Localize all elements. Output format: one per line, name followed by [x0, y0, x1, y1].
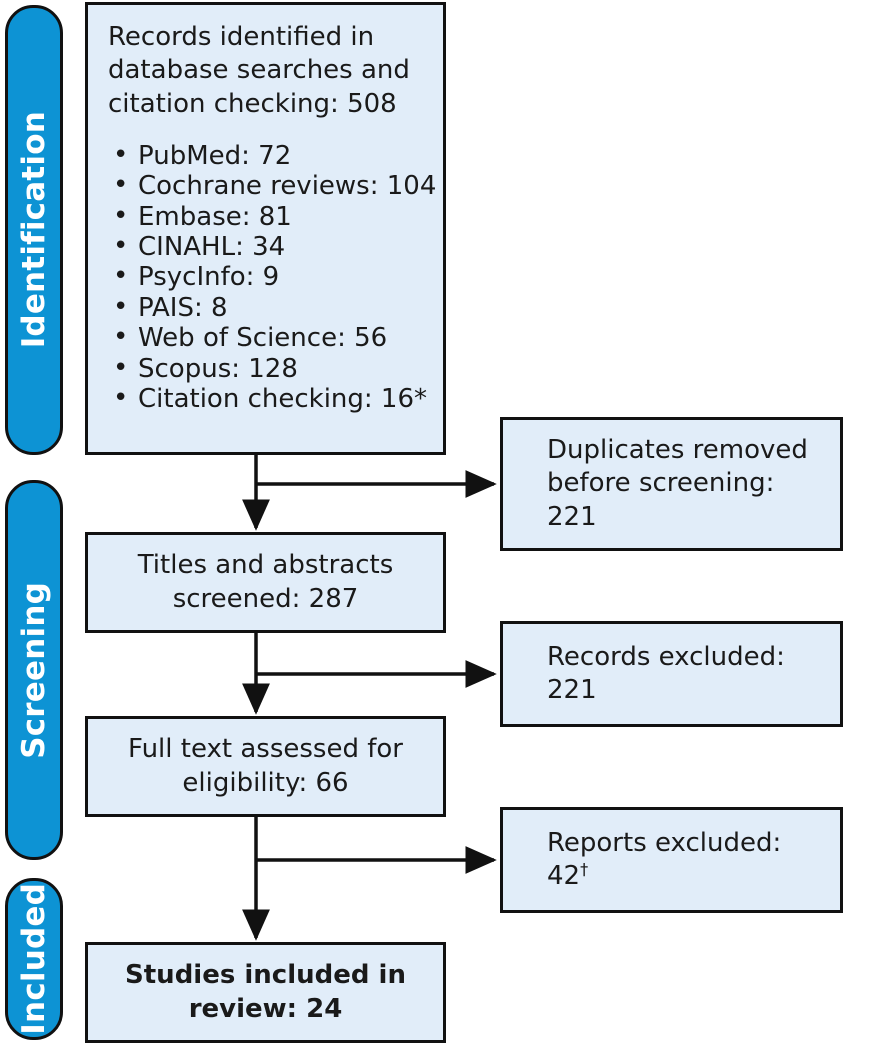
stage-pill-identification: Identification	[5, 5, 63, 455]
fulltext-assessed-text: Full text assessed for eligibility: 66	[128, 734, 403, 798]
stage-label-screening: Screening	[15, 581, 52, 759]
list-item: Cochrane reviews: 104	[108, 170, 436, 201]
dagger-marker: †	[580, 859, 589, 879]
records-excluded-text: Records excluded: 221	[547, 641, 785, 705]
source-counts-list: PubMed: 72 Cochrane reviews: 104 Embase:…	[108, 140, 436, 415]
list-item: PAIS: 8	[108, 292, 431, 323]
list-item: CINAHL: 34	[108, 231, 431, 262]
stage-label-identification: Identification	[15, 111, 52, 349]
studies-included-text: Studies included in review: 24	[125, 960, 406, 1024]
box-fulltext-assessed: Full text assessed for eligibility: 66	[85, 716, 446, 817]
box-titles-abstracts-screened: Titles and abstracts screened: 287	[85, 532, 446, 633]
box-records-excluded: Records excluded: 221	[500, 621, 843, 727]
stage-label-included: Included	[15, 883, 52, 1035]
stage-pill-screening: Screening	[5, 480, 63, 860]
stage-pill-included: Included	[5, 878, 63, 1040]
duplicates-removed-text: Duplicates removed before screening: 221	[547, 435, 808, 532]
box-records-identified: Records identified in database searches …	[85, 2, 446, 455]
list-item: Embase: 81	[108, 201, 431, 232]
connector-fulltext-to-included	[242, 817, 497, 941]
reports-excluded-count: 42	[547, 861, 581, 891]
records-identified-heading: Records identified in database searches …	[108, 22, 410, 119]
reports-excluded-value: 42†	[547, 860, 830, 893]
box-reports-excluded: Reports excluded: 42†	[500, 807, 843, 913]
reports-excluded-label: Reports excluded:	[547, 827, 782, 858]
list-item: Scopus: 128	[108, 353, 431, 384]
list-item: Citation checking: 16*	[108, 383, 431, 414]
box-duplicates-removed: Duplicates removed before screening: 221	[500, 417, 843, 551]
list-item: Web of Science: 56	[108, 322, 431, 353]
titles-abstracts-screened-text: Titles and abstracts screened: 287	[137, 550, 394, 614]
list-item: PubMed: 72	[108, 140, 431, 171]
connector-identified-to-screened	[242, 455, 497, 531]
connector-screened-to-fulltext	[242, 633, 497, 715]
list-item: PsycInfo: 9	[108, 261, 431, 292]
box-studies-included: Studies included in review: 24	[85, 942, 446, 1043]
